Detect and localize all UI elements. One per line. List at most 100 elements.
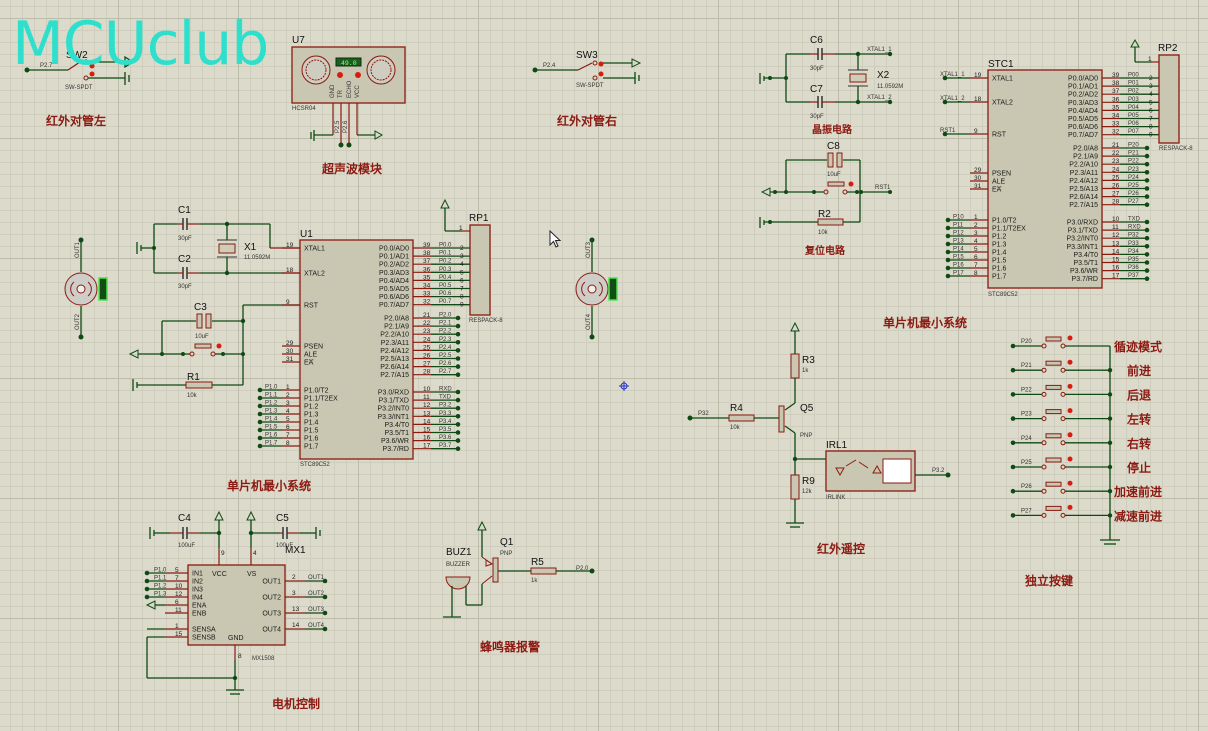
ultrasonic-module-u7[interactable]: U7 49.0 GND TR ECHO VCC HCSR04 P2.5 P2.6 [291,35,406,148]
net-terminal[interactable] [1144,260,1150,265]
net-terminal[interactable] [455,331,461,337]
net-terminal[interactable] [455,372,461,378]
key-net-label: P20 [1021,339,1032,345]
crystal-circuit-left[interactable]: C1 30pF C2 30pF X1 11.0592M [136,205,300,290]
net-terminal[interactable] [945,249,951,255]
reset-circuit-left[interactable]: C3 10uF R1 10k [128,302,300,399]
net-terminal[interactable] [1144,276,1150,282]
net-terminal[interactable] [257,411,263,417]
net-terminal[interactable] [1144,219,1150,225]
net-terminal[interactable] [322,626,328,632]
resistor-pack-rp2[interactable]: RP2 RESPACK-8 1 [1130,38,1193,152]
net-terminal[interactable] [257,403,263,409]
pin-number: 39 [423,242,431,249]
net-terminal[interactable] [257,387,263,393]
key-net-label: P27 [1021,508,1032,514]
net-terminal[interactable] [1144,194,1150,199]
net-terminal[interactable] [1144,170,1150,175]
net-terminal[interactable] [1144,227,1150,233]
net-terminal[interactable] [942,99,948,105]
mx1-vcc-label: VCC [212,571,227,578]
net-terminal[interactable] [257,427,263,433]
net-terminal[interactable] [455,446,461,452]
pin-number: 10 [423,386,431,393]
contact [1041,391,1047,397]
net-terminal[interactable] [322,594,328,600]
net-terminal[interactable] [144,586,150,592]
switch-sw3[interactable]: P2.4 SW3 SW-SPDT [532,50,642,89]
net-terminal[interactable] [455,422,461,427]
net-terminal[interactable] [257,435,263,441]
net-terminal[interactable] [1144,202,1150,207]
pin-number: 6 [175,599,179,606]
switch-sw2[interactable]: P2.7 SW2 SW-SPDT [24,50,135,91]
net-terminal[interactable] [455,323,461,329]
reset-circuit-right[interactable]: C8 10uF R2 10k RST1 [759,141,892,236]
net-terminal[interactable] [322,578,328,584]
net-terminal[interactable] [942,131,948,137]
net-terminal[interactable] [455,315,461,321]
net-terminal[interactable] [144,578,150,584]
net-terminal[interactable] [945,233,951,239]
net-terminal[interactable] [945,241,951,247]
net-terminal[interactable] [455,438,461,443]
net-terminal[interactable] [455,405,461,411]
net-terminal[interactable] [1144,235,1150,241]
net-terminal[interactable] [257,395,263,401]
net-terminal[interactable] [1144,145,1150,151]
pin-name: P1.7 [992,274,1007,281]
pin-number: 19 [974,72,982,79]
net-terminal[interactable] [1144,161,1150,167]
net-terminal[interactable] [322,610,328,616]
x1-freq: 11.0592M [244,255,270,261]
net-terminal[interactable] [1144,186,1150,191]
net-terminal[interactable] [1144,178,1150,183]
ir-remote-circuit[interactable]: R3 1k R4 10k Q5 PNP R9 12k IRL1 IRLINK P… [687,321,951,528]
rp-pin-number: 6 [1149,107,1153,114]
net-terminal[interactable] [455,356,461,361]
net-terminal[interactable] [144,570,150,576]
net-terminal[interactable] [455,389,461,395]
net-terminal[interactable] [945,273,951,279]
net-terminal[interactable] [455,397,461,403]
pin-number: 25 [1112,174,1120,181]
pin-number: 9 [974,128,978,135]
resistor-pack-rp1[interactable]: RP1 RESPACK-8 1 [440,198,503,324]
net-terminal[interactable] [1144,153,1150,159]
net-terminal[interactable] [1144,244,1150,249]
net-terminal[interactable] [945,225,951,231]
net-terminal[interactable] [1144,252,1150,257]
net-terminal[interactable] [257,419,263,425]
motor-driver-mx1[interactable]: C4 100uF C5 100uF MX1 MX1508 VCC VS 9 4 … [144,510,328,695]
net-terminal[interactable] [1144,268,1150,273]
crystal-circuit-right[interactable]: C6 30pF C7 30pF X2 11.0592M XTAL1_1 XTAL… [759,35,903,120]
net-label: P25 [1128,183,1139,189]
key-cap [1045,360,1062,366]
net-terminal[interactable] [945,265,951,271]
motor-left[interactable]: OUT1 OUT2 [64,237,108,340]
net-terminal[interactable] [945,217,951,223]
net-terminal[interactable] [455,348,461,353]
net-terminal[interactable] [455,340,461,345]
motor-right[interactable]: OUT3 OUT4 [575,237,618,340]
net-terminal[interactable] [144,594,150,600]
net-terminal[interactable] [942,75,948,81]
net-terminal[interactable] [455,364,461,369]
net-terminal[interactable] [455,430,461,435]
net-terminal[interactable] [257,443,263,449]
net-terminal[interactable] [455,414,461,419]
buzzer-circuit[interactable]: BUZ1 BUZZER Q1 PNP R5 1k P2.0 [443,520,595,618]
net-terminal[interactable] [945,257,951,263]
section-label-mcu-min-left: 单片机最小系统 [227,478,311,493]
